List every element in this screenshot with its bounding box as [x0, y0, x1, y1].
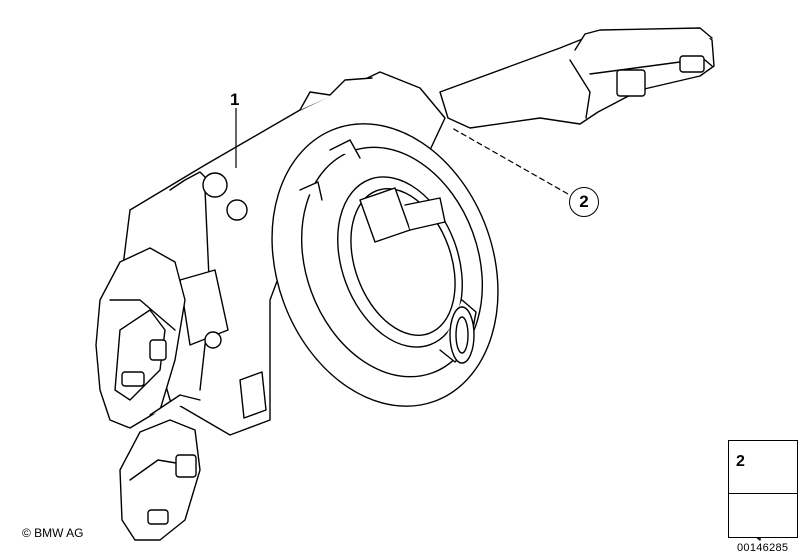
turn-signal-stalk — [95, 247, 186, 429]
callout-leader-2 — [451, 127, 569, 195]
legend-item-number: 2 — [736, 453, 745, 470]
cruise-control-stalk — [119, 394, 201, 541]
diagram-id: 00146285 — [737, 542, 789, 554]
wiper-stalk — [439, 27, 715, 129]
legend-divider — [729, 493, 797, 494]
legend-box: 2 — [728, 440, 798, 538]
callout-2: 2 — [569, 187, 599, 217]
copyright: © BMW AG — [22, 526, 84, 540]
callout-1: 1 — [230, 90, 240, 109]
clock-spring-ring — [271, 123, 499, 407]
